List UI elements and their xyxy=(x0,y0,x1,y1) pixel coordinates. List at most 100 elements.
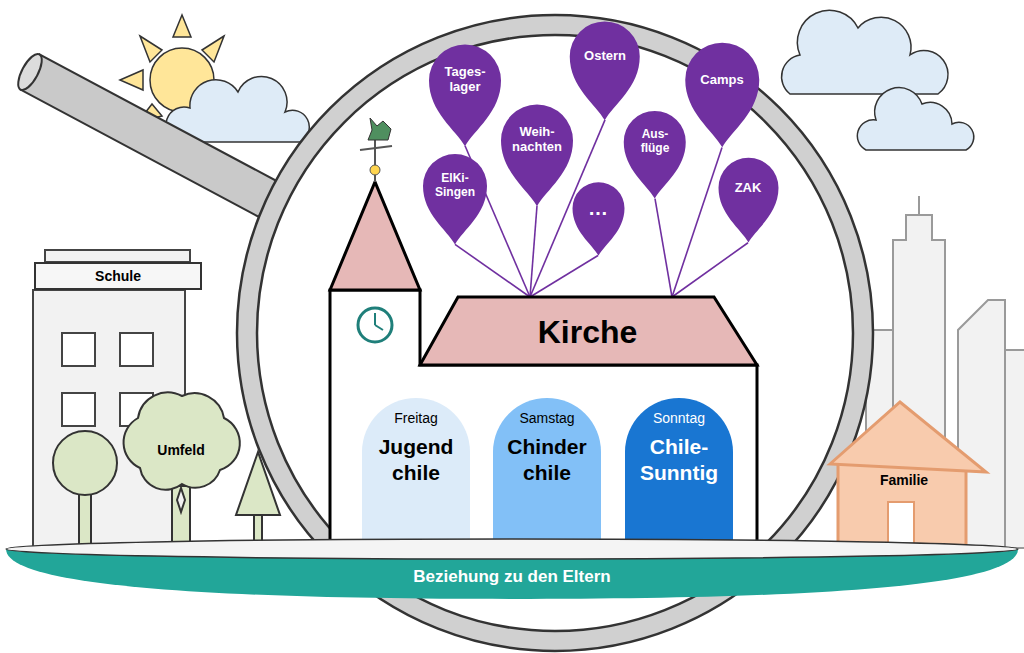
node-label: Kirche xyxy=(538,314,638,351)
balloon-string xyxy=(672,243,748,297)
service-window: FreitagJugend chile xyxy=(362,398,470,540)
balloon-shape xyxy=(685,43,759,148)
text-area: ElKi- Singen xyxy=(423,154,487,218)
sign-box xyxy=(35,263,201,289)
vane-arrow xyxy=(360,146,392,150)
balloon-string xyxy=(455,244,530,297)
handle-cap xyxy=(14,51,47,94)
node-label: Weih- nachten xyxy=(512,125,562,155)
event-balloon: … xyxy=(566,179,631,257)
node-label: … xyxy=(588,197,608,220)
event-balloon: Ostern xyxy=(561,17,649,122)
node-label: Ostern xyxy=(584,49,626,64)
antenna xyxy=(918,196,920,215)
tree-crown xyxy=(124,392,240,489)
balloon-shape xyxy=(624,111,686,199)
clock-hand xyxy=(374,313,376,325)
text-area: SonntagChile- Sunntig xyxy=(629,410,729,538)
event-balloon: ElKi- Singen xyxy=(415,150,495,246)
house-wall xyxy=(838,460,966,548)
event-balloon: Weih- nachten xyxy=(492,100,582,208)
church-building: KircheFreitagJugend chile SamstagChinder … xyxy=(325,115,762,554)
node-label: Tages- lager xyxy=(445,65,486,95)
tree-trunk xyxy=(79,494,91,548)
magnifier-handle xyxy=(14,51,278,217)
school-window xyxy=(62,393,95,426)
clock-hand xyxy=(375,325,383,330)
house-roof xyxy=(830,402,986,472)
node-outline xyxy=(561,17,649,122)
balloon-string xyxy=(655,199,672,297)
node-heading: Chinder chile xyxy=(507,434,586,487)
text-area: Ostern xyxy=(570,21,640,91)
text-area: Kirche xyxy=(460,308,715,356)
node-label: ZAK xyxy=(735,181,762,196)
balloon-shape xyxy=(429,44,501,146)
node-label: Camps xyxy=(700,73,743,88)
text-area: ZAK xyxy=(718,158,778,218)
tree-crown xyxy=(53,431,117,495)
node-heading: Chile- Sunntig xyxy=(640,434,718,487)
cloud xyxy=(857,88,973,150)
event-balloon: Camps xyxy=(676,38,769,149)
node-label: ElKi- Singen xyxy=(435,172,475,200)
balloon-string xyxy=(530,206,537,297)
church-roof xyxy=(420,297,757,365)
node-label: Schule xyxy=(95,268,141,284)
balloon-shape xyxy=(423,154,487,244)
text-area: SamstagChinder chile xyxy=(497,410,597,538)
text-area: Tages- lager xyxy=(429,44,501,116)
node-label: Familie xyxy=(880,472,928,488)
school-window xyxy=(120,333,153,366)
tree-trunk xyxy=(172,486,190,548)
fir-tree xyxy=(236,452,280,515)
vane-ball xyxy=(370,165,380,175)
ground-surface xyxy=(6,539,1018,559)
node-label: Samstag xyxy=(519,410,574,426)
text-area: … xyxy=(572,182,624,234)
parent-relationship-band: Beziehung zu den Eltern xyxy=(4,535,1020,601)
node-label: Beziehung zu den Eltern xyxy=(413,567,610,587)
school-roof xyxy=(45,250,190,262)
window-arch xyxy=(625,398,733,540)
balloon-string xyxy=(672,148,722,297)
balloon-shape xyxy=(718,158,778,243)
cloud xyxy=(166,76,309,142)
balloon-shape xyxy=(501,104,573,206)
text-area: Camps xyxy=(685,43,759,117)
family-house: Familie xyxy=(828,398,988,550)
service-window: SonntagChile- Sunntig xyxy=(625,398,733,540)
event-balloon: Tages- lager xyxy=(420,40,510,148)
text-area: Familie xyxy=(842,468,966,492)
event-balloon: ZAK xyxy=(711,154,786,244)
sun-ray xyxy=(120,70,143,90)
school-window xyxy=(62,333,95,366)
vane-pole xyxy=(374,140,376,182)
node-label: Aus- flüge xyxy=(641,128,670,156)
weather-rooster xyxy=(368,118,391,140)
sun-ray xyxy=(173,15,191,37)
balloon-shape xyxy=(570,21,640,120)
window-arch xyxy=(362,398,470,540)
node-label: Umfeld xyxy=(157,442,204,458)
text-area: Umfeld xyxy=(130,438,232,462)
node-label: Freitag xyxy=(394,410,438,426)
node-outline xyxy=(120,388,242,492)
school-sign: Schule xyxy=(34,262,202,290)
environment-tree: Umfeld xyxy=(120,388,242,492)
text-area: Aus- flüge xyxy=(624,111,686,173)
church-body xyxy=(330,290,757,552)
node-heading: Jugend chile xyxy=(379,434,454,487)
balloon-string xyxy=(530,255,598,297)
service-window: SamstagChinder chile xyxy=(493,398,601,540)
node-outline xyxy=(711,154,786,244)
text-area: Beziehung zu den Eltern xyxy=(4,563,1020,591)
cloud xyxy=(782,10,948,94)
skyline-building xyxy=(1005,350,1024,548)
node-outline xyxy=(676,38,769,149)
text-area: Weih- nachten xyxy=(501,104,573,176)
church-steeple xyxy=(330,182,420,290)
node-label: Sonntag xyxy=(653,410,705,426)
